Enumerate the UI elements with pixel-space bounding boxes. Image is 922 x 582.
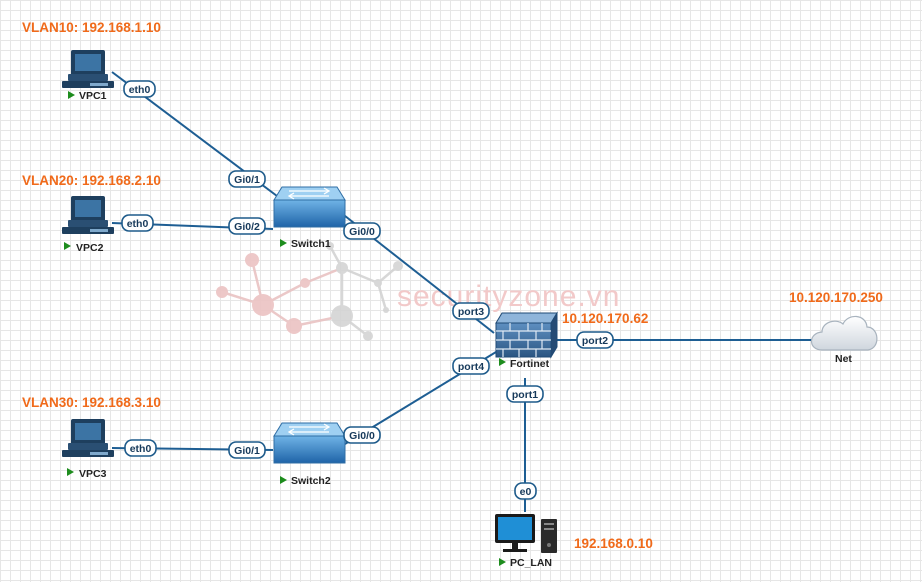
port-label-sw2-gi01[interactable]: Gi0/1 [228,441,266,459]
port-label-pclan-e0[interactable]: e0 [514,482,537,500]
svg-text:Gi0/1: Gi0/1 [234,174,260,186]
running-indicator-icon [64,242,71,250]
computer-icon [62,196,114,234]
cloud-icon [810,315,878,351]
ip-label-fortinet: 10.120.170.62 [562,311,648,326]
svg-text:port4: port4 [458,361,484,373]
switch1-node[interactable]: Switch1 [273,186,346,250]
port-label-sw2-gi00[interactable]: Gi0/0 [343,426,381,444]
ip-label-vlan20: VLAN20: 192.168.2.10 [22,173,161,188]
port-label-fg-port3[interactable]: port3 [452,302,490,320]
switch2-label: Switch2 [291,475,331,487]
firewall-icon [495,311,558,359]
svg-text:port1: port1 [512,389,538,401]
svg-text:eth0: eth0 [129,84,151,96]
net-label: Net [835,353,852,365]
computer-icon [62,419,114,457]
running-indicator-icon [280,476,287,484]
computer-icon [62,50,114,88]
vpc1-node[interactable]: VPC1 [62,50,114,102]
svg-text:Gi0/2: Gi0/2 [234,221,260,233]
switch-icon [273,422,346,464]
svg-text:port3: port3 [458,306,484,318]
svg-text:Gi0/0: Gi0/0 [349,430,375,442]
net-node[interactable]: Net [810,315,878,365]
fortinet-node[interactable]: Fortinet [495,311,558,370]
port-label-fg-port2[interactable]: port2 [576,331,614,349]
ip-label-vlan10: VLAN10: 192.168.1.10 [22,20,161,35]
svg-text:port2: port2 [582,335,608,347]
running-indicator-icon [499,358,506,366]
running-indicator-icon [499,558,506,566]
pclan-node[interactable]: PC_LAN [495,514,557,569]
port-label-vpc3-eth0[interactable]: eth0 [124,439,157,457]
ip-label-vlan30: VLAN30: 192.168.3.10 [22,395,161,410]
vpc3-label: VPC3 [79,468,107,480]
vpc1-label: VPC1 [79,90,107,102]
ip-label-pclan: 192.168.0.10 [574,536,653,551]
vpc2-node[interactable]: VPC2 [62,196,114,254]
watermark-text: securityzone.vn [397,280,620,313]
svg-text:Gi0/1: Gi0/1 [234,445,260,457]
running-indicator-icon [68,91,75,99]
port-label-sw1-gi01[interactable]: Gi0/1 [228,170,266,188]
switch1-label: Switch1 [291,238,331,250]
ip-label-net: 10.120.170.250 [789,290,883,305]
port-label-vpc2-eth0[interactable]: eth0 [121,214,154,232]
svg-text:eth0: eth0 [127,218,149,230]
port-label-vpc1-eth0[interactable]: eth0 [123,80,156,98]
vpc2-label: VPC2 [76,242,104,254]
svg-text:e0: e0 [520,486,532,498]
switch2-node[interactable]: Switch2 [273,422,346,487]
desktop-computer-icon [495,514,557,553]
port-label-fg-port4[interactable]: port4 [452,357,490,375]
port-label-fg-port1[interactable]: port1 [506,385,544,403]
pclan-label: PC_LAN [510,557,552,569]
vpc3-node[interactable]: VPC3 [62,419,114,480]
running-indicator-icon [280,239,287,247]
svg-text:eth0: eth0 [130,443,152,455]
port-label-sw1-gi00[interactable]: Gi0/0 [343,222,381,240]
svg-text:Gi0/0: Gi0/0 [349,226,375,238]
watermark-logo-icon [216,242,403,341]
switch-icon [273,186,346,228]
port-label-sw1-gi02[interactable]: Gi0/2 [228,217,266,235]
running-indicator-icon [67,468,74,476]
fortinet-label: Fortinet [510,358,550,370]
